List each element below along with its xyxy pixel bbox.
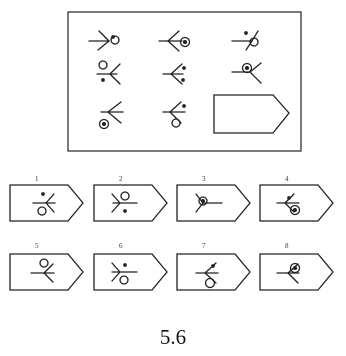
matrix-cell-7	[98, 101, 124, 130]
option-2-number: 2	[119, 175, 123, 183]
option-5-number: 5	[35, 242, 39, 250]
option-3-number: 3	[202, 175, 206, 183]
matrix-cell-5	[162, 63, 186, 85]
option-4-number: 4	[285, 175, 289, 183]
option-2[interactable]	[93, 184, 168, 222]
option-7[interactable]	[176, 253, 251, 291]
option-3[interactable]	[176, 184, 251, 222]
option-7-number: 7	[202, 242, 206, 250]
figure-caption: 5.6	[160, 325, 186, 349]
matrix-cell-8	[162, 101, 186, 128]
option-8[interactable]	[259, 253, 334, 291]
matrix-cell-3	[231, 30, 259, 51]
matrix-cell-2	[158, 30, 191, 52]
option-8-number: 8	[285, 242, 289, 250]
matrix-cell-4	[96, 60, 121, 85]
matrix-cell-6	[231, 62, 262, 84]
option-4[interactable]	[259, 184, 334, 222]
option-6-number: 6	[119, 242, 123, 250]
option-1-number: 1	[35, 175, 39, 183]
option-numbers: 1 2 3 4 5 6 7 8	[35, 175, 289, 250]
matrix-frame	[67, 11, 302, 152]
option-6[interactable]	[93, 253, 168, 291]
matrix-cell-1	[88, 30, 120, 51]
answer-slot	[213, 94, 290, 134]
option-5[interactable]	[9, 253, 84, 291]
option-1[interactable]	[9, 184, 84, 222]
